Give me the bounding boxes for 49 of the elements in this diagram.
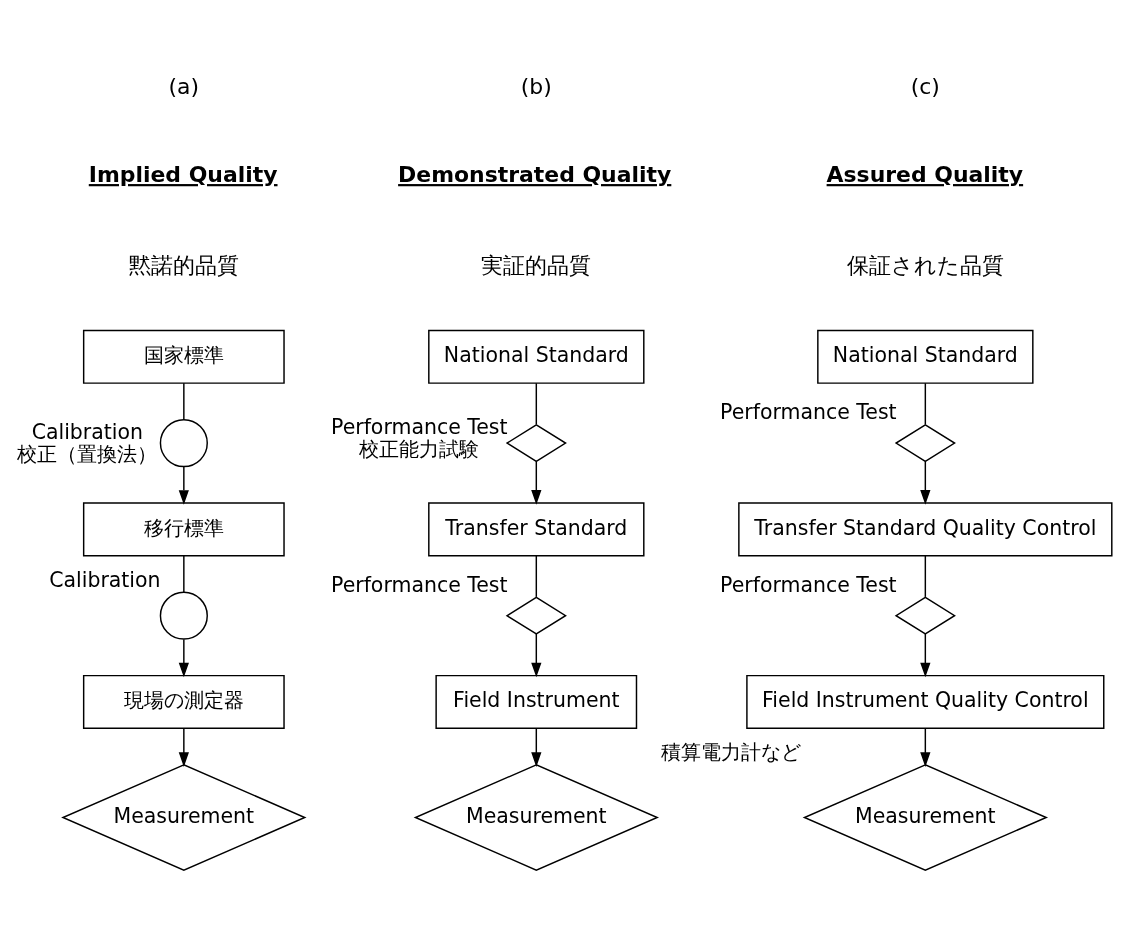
label: 黙諾的品質	[128, 252, 239, 278]
label: Implied Quality	[88, 162, 278, 188]
arrow	[920, 633, 931, 678]
node-box: 移行標準	[82, 502, 285, 557]
label: Assured Quality	[826, 162, 1024, 188]
node-label: 積算電力計など	[661, 740, 802, 765]
node-box: Transfer Standard Quality Control	[738, 502, 1113, 557]
node-diamond: Measurement	[802, 764, 1049, 871]
node-diamond: Measurement	[61, 764, 307, 871]
node-box: Field Instrument Quality Control	[746, 674, 1105, 729]
arrow	[531, 460, 542, 505]
node-diamond	[894, 596, 956, 635]
label: Demonstrated Quality	[398, 162, 672, 188]
node-label: Calibration	[49, 567, 161, 592]
label: (a)	[168, 74, 200, 100]
label: (b)	[520, 74, 552, 100]
node-box: National Standard	[428, 329, 645, 384]
connector	[924, 382, 927, 426]
arrow	[178, 638, 189, 678]
node-box: National Standard	[817, 329, 1034, 384]
arrow	[178, 727, 189, 767]
node-label: Performance Test	[720, 572, 897, 597]
label: 保証された品質	[846, 252, 1004, 278]
connector	[183, 382, 185, 421]
node-box: Field Instrument	[435, 674, 638, 729]
arrow	[920, 727, 931, 767]
node-diamond: Measurement	[413, 764, 660, 871]
node-diamond	[505, 423, 567, 463]
label: 実証的品質	[481, 252, 592, 278]
arrow	[920, 460, 931, 505]
connector	[535, 555, 538, 598]
label: (c)	[910, 74, 940, 100]
node-label: 校正能力試験	[359, 436, 480, 461]
node-label: Performance Test	[720, 400, 897, 425]
connector	[535, 382, 538, 426]
node-diamond	[505, 596, 567, 635]
connector	[183, 555, 185, 593]
node-label: Performance Test	[331, 572, 508, 597]
node-circle	[159, 591, 208, 640]
node-label: Performance Test	[331, 414, 508, 439]
arrow	[178, 466, 189, 505]
node-box: 現場の測定器	[82, 674, 285, 729]
node-circle	[159, 418, 208, 468]
node-diamond	[894, 423, 956, 463]
arrow	[531, 633, 542, 678]
arrow	[531, 727, 542, 767]
node-box: Transfer Standard	[428, 502, 645, 557]
connector	[924, 555, 927, 598]
node-box: 国家標準	[82, 329, 285, 384]
